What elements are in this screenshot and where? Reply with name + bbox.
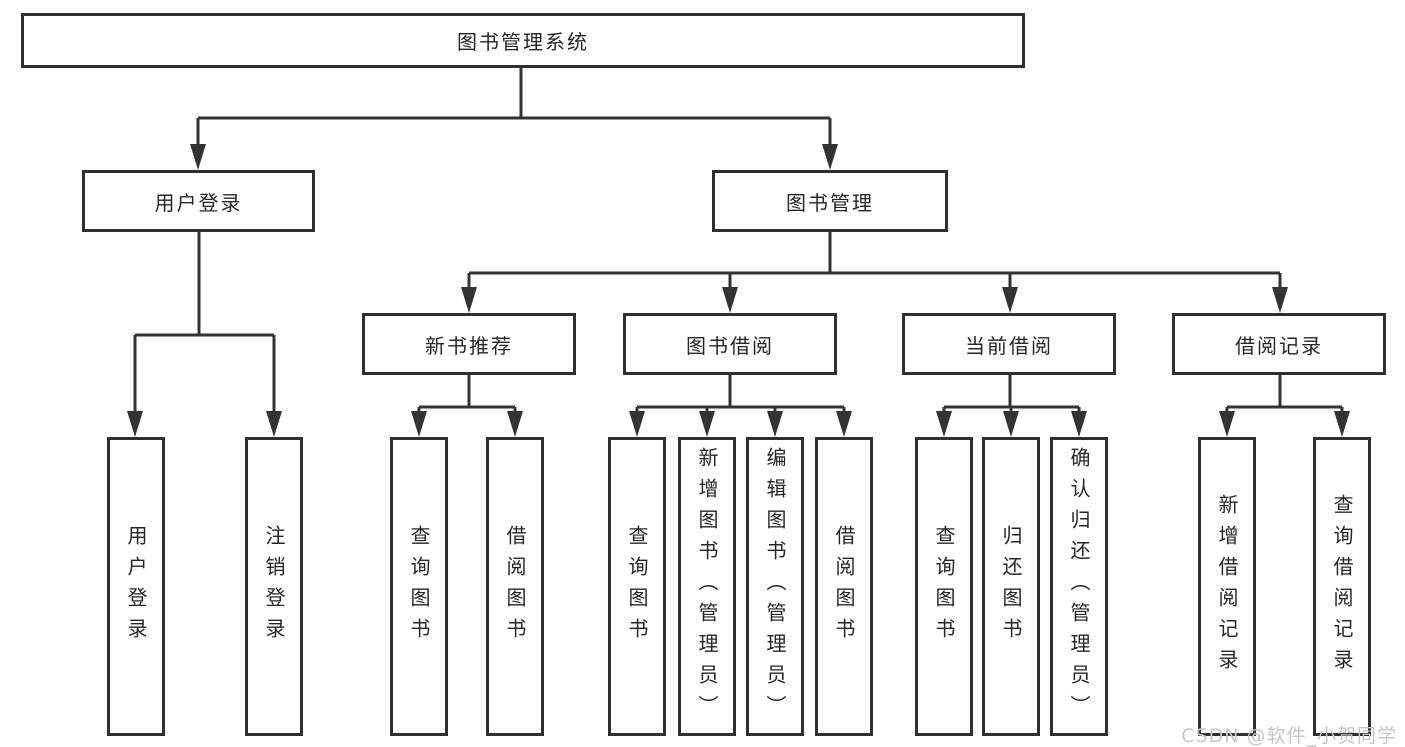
- node-book-borrowing: 图书借阅: [623, 313, 837, 375]
- leaf-add-books-admin: 新增图书（管理员）: [678, 437, 736, 736]
- node-borrowing-records: 借阅记录: [1172, 313, 1386, 375]
- node-label: 当前借阅: [965, 333, 1053, 358]
- leaf-label: 查询图书: [932, 524, 956, 649]
- leaf-add-borrow-record: 新增借阅记录: [1198, 437, 1256, 736]
- leaf-label: 注销登录: [262, 524, 286, 649]
- leaf-query-books-recommend: 查询图书: [390, 437, 448, 736]
- root-node-label: 图书管理系统: [457, 30, 589, 54]
- leaf-label: 查询借阅记录: [1330, 493, 1354, 680]
- node-label: 图书管理: [786, 190, 874, 215]
- node-label: 新书推荐: [425, 333, 513, 358]
- leaf-label: 新增借阅记录: [1215, 493, 1239, 680]
- leaf-label: 编辑图书（管理员）: [763, 447, 787, 726]
- leaf-query-books-borrowing: 查询图书: [608, 437, 666, 736]
- leaf-borrow-books-borrowing: 借阅图书: [815, 437, 873, 736]
- leaf-confirm-return-admin: 确认归还（管理员）: [1050, 437, 1108, 736]
- leaf-label: 借阅图书: [832, 524, 856, 649]
- leaf-label: 查询图书: [407, 524, 431, 649]
- leaf-return-books: 归还图书: [982, 437, 1040, 736]
- leaf-label: 借阅图书: [503, 524, 527, 649]
- node-user-login: 用户登录: [82, 170, 315, 232]
- node-new-book-recommendation: 新书推荐: [362, 313, 576, 375]
- csdn-watermark: CSDN @软件_小贺同学: [1181, 725, 1397, 747]
- node-book-management: 图书管理: [712, 170, 948, 232]
- node-label: 借阅记录: [1235, 333, 1323, 358]
- leaf-query-books-current: 查询图书: [915, 437, 973, 736]
- leaf-label: 归还图书: [999, 524, 1023, 649]
- leaf-edit-books-admin: 编辑图书（管理员）: [746, 437, 804, 736]
- node-current-borrowing: 当前借阅: [902, 313, 1116, 375]
- arrowhead-icons: [127, 144, 1350, 437]
- leaf-label: 确认归还（管理员）: [1067, 447, 1091, 726]
- node-label: 图书借阅: [686, 333, 774, 358]
- leaf-label: 新增图书（管理员）: [695, 447, 719, 726]
- leaf-logout: 注销登录: [245, 437, 303, 736]
- leaf-label: 查询图书: [625, 524, 649, 649]
- leaf-query-borrow-record: 查询借阅记录: [1313, 437, 1371, 736]
- node-label: 用户登录: [154, 190, 243, 215]
- leaf-user-login: 用户登录: [107, 437, 165, 736]
- leaf-label: 用户登录: [124, 524, 148, 649]
- root-node-library-management-system: 图书管理系统: [21, 13, 1025, 68]
- leaf-borrow-books-recommend: 借阅图书: [486, 437, 544, 736]
